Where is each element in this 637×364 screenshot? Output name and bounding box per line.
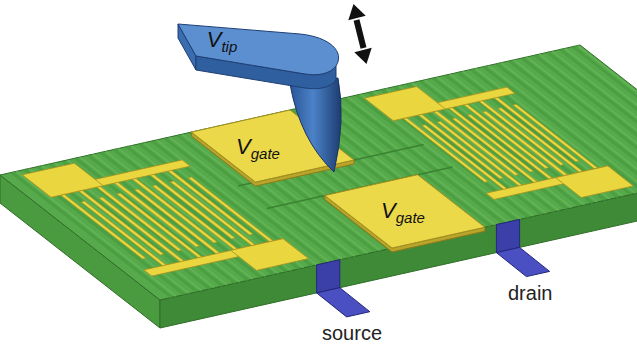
voltage-label: Vgate xyxy=(236,136,280,161)
voltage-symbol: V xyxy=(236,134,251,159)
voltage-subscript: gate xyxy=(396,209,425,226)
wave-crest xyxy=(80,157,240,282)
lead-tab xyxy=(496,247,549,276)
voltage-subscript: tip xyxy=(221,38,237,55)
finger-electrode xyxy=(149,173,236,239)
tip-outline xyxy=(172,16,356,178)
surface-waves xyxy=(12,46,637,298)
gate-top xyxy=(191,110,354,182)
contact-pad xyxy=(22,163,103,197)
lead-tab xyxy=(317,288,370,317)
contact-pad xyxy=(364,87,445,121)
motion-arrow-head xyxy=(354,48,371,64)
voltage-subscript: gate xyxy=(251,145,280,162)
voltage-symbol: V xyxy=(381,198,396,223)
wave-crest xyxy=(16,171,176,296)
voltage-symbol: V xyxy=(207,27,222,52)
cantilever-top xyxy=(178,24,339,75)
finger-electrode xyxy=(493,96,580,162)
wave-front xyxy=(548,52,637,177)
terminal-label: source xyxy=(322,322,382,345)
wave-front xyxy=(573,47,637,172)
wave-crest xyxy=(93,154,253,279)
voltage-label: Vgate xyxy=(381,200,425,225)
contact-lead xyxy=(496,219,549,276)
terminal-label: drain xyxy=(508,282,552,305)
gate-electrode: Vgate xyxy=(323,173,487,254)
finger-electrode xyxy=(170,181,257,247)
wave-crest xyxy=(578,46,637,171)
wave-front xyxy=(75,158,235,283)
contact-pad xyxy=(231,239,309,271)
finger-electrode xyxy=(188,177,275,243)
contact-lead xyxy=(317,260,370,317)
lead-strip xyxy=(317,260,340,293)
gate-top xyxy=(325,175,485,248)
finger-electrode xyxy=(152,185,239,251)
finger-electrode xyxy=(166,169,253,235)
motion-arrow-head xyxy=(348,4,365,20)
contact-pad xyxy=(556,166,634,198)
wave-front xyxy=(420,81,580,206)
voltage-label: Vtip xyxy=(207,29,238,54)
finger-electrode xyxy=(513,104,600,170)
substrate-top xyxy=(0,45,637,300)
finger-electrode xyxy=(498,108,585,174)
lead-strip xyxy=(496,219,519,252)
afm-tip: Vtip xyxy=(172,16,356,178)
motion-arrow-shaft xyxy=(357,20,364,48)
